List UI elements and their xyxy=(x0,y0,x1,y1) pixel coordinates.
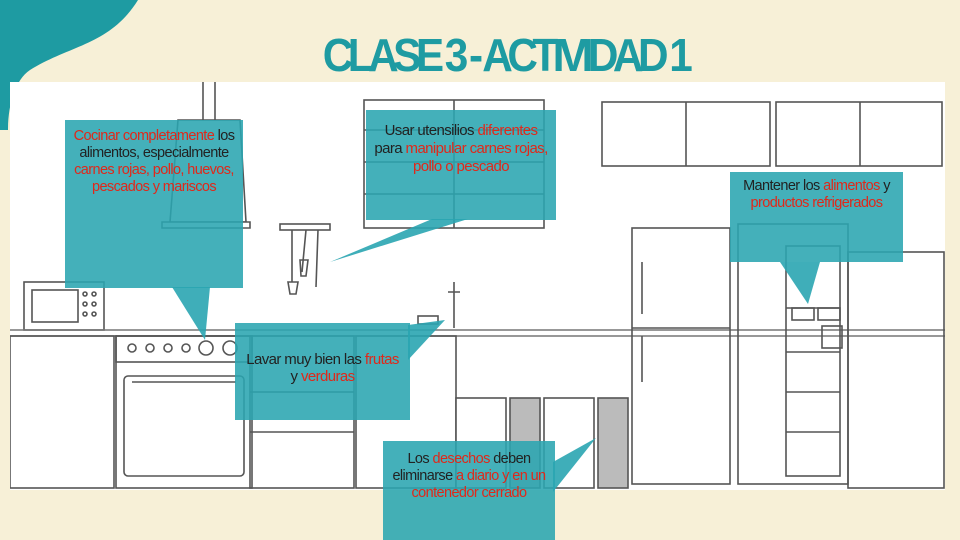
callout-text: Mantener los alimentos y productos refri… xyxy=(743,178,890,211)
highlighted-text: carnes rojas, pollo, huevos, pescados y … xyxy=(74,162,234,195)
callout-text: Los desechos deben eliminarse a diario y… xyxy=(392,451,547,501)
page-title: CLASE 3 - ACTIVIDAD 1 xyxy=(322,29,693,81)
callout-text: Usar utensilios diferentes para manipula… xyxy=(374,122,549,175)
plain-text: Los xyxy=(407,451,433,467)
plain-text: los alimentos, especialmente xyxy=(79,128,235,161)
highlighted-text: frutas xyxy=(364,351,400,368)
callout-desechos: Los desechos deben eliminarse a diario y… xyxy=(383,441,555,540)
plain-text: Usar utensilios xyxy=(384,122,478,139)
plain-text: Lavar muy bien las xyxy=(246,351,365,368)
callout-text: Lavar muy bien las frutas y verduras xyxy=(246,351,399,385)
highlighted-text: Cocinar xyxy=(73,128,123,144)
plain-text: y xyxy=(879,178,890,194)
highlighted-text: desechos xyxy=(432,451,490,467)
plain-text: para xyxy=(374,140,406,157)
callout-lavar: Lavar muy bien las frutas y verduras xyxy=(235,323,410,420)
plain-text: deben eliminarse xyxy=(392,451,531,484)
highlighted-text: manipular carnes rojas, pollo o pescado xyxy=(405,140,549,175)
highlighted-text: completamente xyxy=(122,128,215,144)
plain-text: y xyxy=(290,368,301,385)
callout-refrigerados: Mantener los alimentos y productos refri… xyxy=(730,172,903,262)
callout-text: Cocinar completamente los alimentos, esp… xyxy=(74,128,235,195)
corner-decoration xyxy=(0,0,138,130)
highlighted-text: alimentos xyxy=(823,178,880,194)
highlighted-text: verduras xyxy=(300,368,355,385)
plain-text: Mantener los xyxy=(743,178,824,194)
highlighted-text: a diario y en un contenedor cerrado xyxy=(411,468,547,501)
highlighted-text: productos refrigerados xyxy=(750,195,883,211)
callout-utensilios: Usar utensilios diferentes para manipula… xyxy=(366,110,556,220)
callout-cocinar: Cocinar completamente los alimentos, esp… xyxy=(65,120,243,288)
highlighted-text: diferentes xyxy=(477,122,538,139)
